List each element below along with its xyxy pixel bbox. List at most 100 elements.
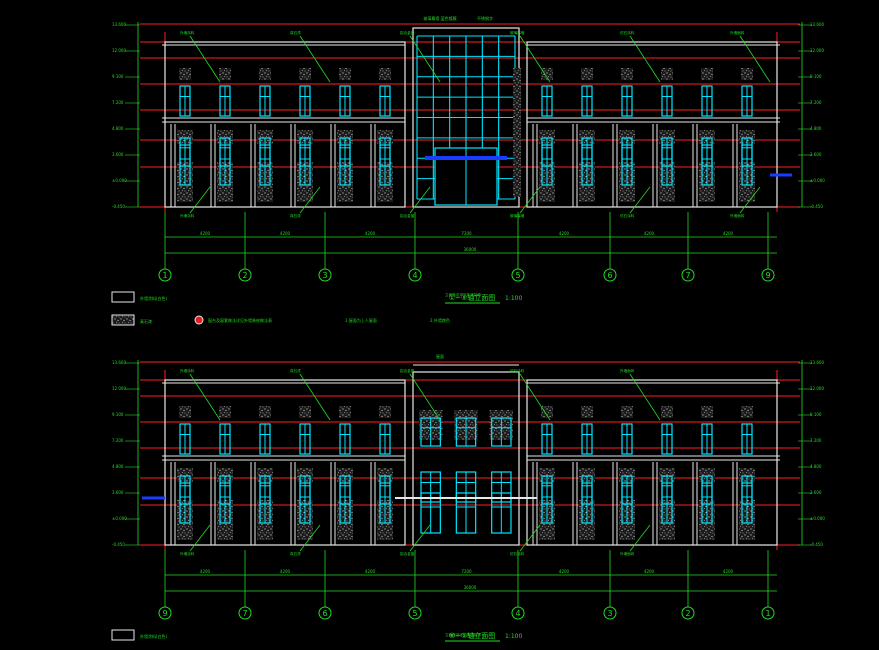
axis-bubble bbox=[761, 268, 775, 282]
dimension-label: 4200 bbox=[644, 569, 655, 574]
legend-label: 窗台及窗套做法详见外墙装修做法表 bbox=[208, 317, 272, 323]
material-note: 外墙涂料 bbox=[180, 368, 195, 373]
stone-band bbox=[339, 68, 351, 80]
stone-band bbox=[579, 130, 595, 144]
material-note-bottom: 玻璃幕墙 bbox=[510, 213, 525, 218]
level-tag-right: -0.450 bbox=[810, 204, 823, 209]
level-tag-left: ±0.000 bbox=[112, 178, 127, 183]
level-tag-left: 4.800 bbox=[112, 126, 124, 131]
top-callout: 屋面 bbox=[436, 353, 444, 359]
elevation-scale: 1:100 bbox=[505, 295, 522, 302]
level-tag-left: 13.600 bbox=[112, 22, 126, 27]
dimension-label: 4200 bbox=[365, 569, 376, 574]
dimension-label: 7200 bbox=[461, 569, 472, 574]
axis-label: 9 bbox=[162, 609, 167, 618]
stone-band bbox=[377, 130, 393, 144]
axis-bubble bbox=[158, 606, 172, 620]
stone-band bbox=[741, 406, 753, 418]
stone-band bbox=[297, 130, 313, 144]
stone-band bbox=[581, 406, 593, 418]
stone-band bbox=[217, 468, 233, 482]
note-leader bbox=[739, 186, 761, 214]
axis-bubble bbox=[238, 268, 252, 282]
dimension-label: 4200 bbox=[200, 569, 211, 574]
legend-label: 外墙涂料(白色) bbox=[140, 633, 168, 639]
note-leader bbox=[409, 524, 431, 552]
legend-marker-icon bbox=[194, 315, 204, 325]
right-wing bbox=[526, 41, 778, 208]
level-tag-right: 3.600 bbox=[810, 490, 822, 495]
material-note-bottom: 仿石涂料 bbox=[510, 551, 525, 556]
dimension-label: 7200 bbox=[461, 231, 472, 236]
material-note-bottom: 外墙涂料 bbox=[180, 551, 195, 556]
stone-band bbox=[659, 468, 675, 482]
level-tag-right: 12.000 bbox=[810, 48, 824, 53]
stone-band bbox=[739, 130, 755, 144]
material-note-bottom: 仿石涂料 bbox=[620, 213, 635, 218]
note-leader bbox=[299, 373, 331, 421]
dimension-label: 4200 bbox=[644, 231, 655, 236]
total-dimension: 36000 bbox=[464, 585, 477, 590]
stone-band bbox=[257, 130, 273, 144]
note-leader bbox=[519, 373, 551, 421]
legend-swatch-hatch bbox=[111, 314, 135, 326]
axis-bubble bbox=[238, 606, 252, 620]
dimension-label: 4200 bbox=[559, 231, 570, 236]
axis-bubble bbox=[408, 606, 422, 620]
material-note: 铝合金窗 bbox=[400, 30, 415, 35]
level-tag-left: 7.200 bbox=[112, 100, 124, 105]
axis-label: 2 bbox=[242, 271, 247, 280]
central-block bbox=[412, 371, 520, 546]
material-note: 玻璃幕墙 bbox=[510, 30, 525, 35]
dimension-label: 4200 bbox=[280, 569, 291, 574]
stone-band bbox=[299, 68, 311, 80]
stone-band bbox=[539, 468, 555, 482]
stone-band bbox=[177, 130, 193, 144]
elevation-scale: 1:100 bbox=[505, 633, 522, 640]
legend-sub-note: 立面做法详见外墙装修 bbox=[445, 292, 481, 297]
stone-band bbox=[661, 68, 673, 80]
stone-band bbox=[257, 468, 273, 482]
dimension-label: 4200 bbox=[200, 231, 211, 236]
dimension-label: 4200 bbox=[280, 231, 291, 236]
note-leader bbox=[629, 373, 661, 421]
material-note-bottom: 铝合金窗 bbox=[400, 213, 415, 218]
axis-bubble bbox=[318, 268, 332, 282]
level-tag-right: 9.100 bbox=[810, 412, 822, 417]
axis-label: 7 bbox=[242, 609, 247, 618]
stone-band bbox=[741, 68, 753, 80]
stone-band bbox=[377, 468, 393, 482]
note-leader bbox=[739, 35, 771, 83]
level-tag-left: 12.000 bbox=[112, 386, 126, 391]
axis-label: 5 bbox=[515, 271, 520, 280]
axis-bubble bbox=[603, 268, 617, 282]
stone-band bbox=[539, 130, 555, 144]
material-note: 外墙面砖 bbox=[730, 30, 745, 35]
stone-band bbox=[659, 130, 675, 144]
level-tag-left: 4.800 bbox=[112, 464, 124, 469]
note-leader bbox=[409, 186, 431, 214]
left-wing bbox=[164, 41, 406, 208]
axis-label: 9 bbox=[765, 271, 770, 280]
stone-band bbox=[297, 468, 313, 482]
stone-side bbox=[513, 68, 521, 197]
stone-band bbox=[379, 68, 391, 80]
dimension-label: 4200 bbox=[365, 231, 376, 236]
stone-band bbox=[701, 406, 713, 418]
top-callout: 玻璃幕墙 蓝色镀膜 bbox=[423, 15, 456, 21]
stone-band bbox=[179, 68, 191, 80]
material-note: 外墙涂料 bbox=[180, 30, 195, 35]
legend-note: 1.屋面为上人屋面 bbox=[345, 317, 377, 323]
stone-band bbox=[541, 406, 553, 418]
stone-band bbox=[219, 68, 231, 80]
stone-band bbox=[621, 68, 633, 80]
dimension-label: 4200 bbox=[723, 231, 734, 236]
note-leader bbox=[299, 35, 331, 83]
level-tag-left: 9.100 bbox=[112, 412, 124, 417]
dimension-label: 4200 bbox=[559, 569, 570, 574]
level-tag-right: 13.600 bbox=[810, 22, 824, 27]
material-note: 仿石涂料 bbox=[620, 30, 635, 35]
